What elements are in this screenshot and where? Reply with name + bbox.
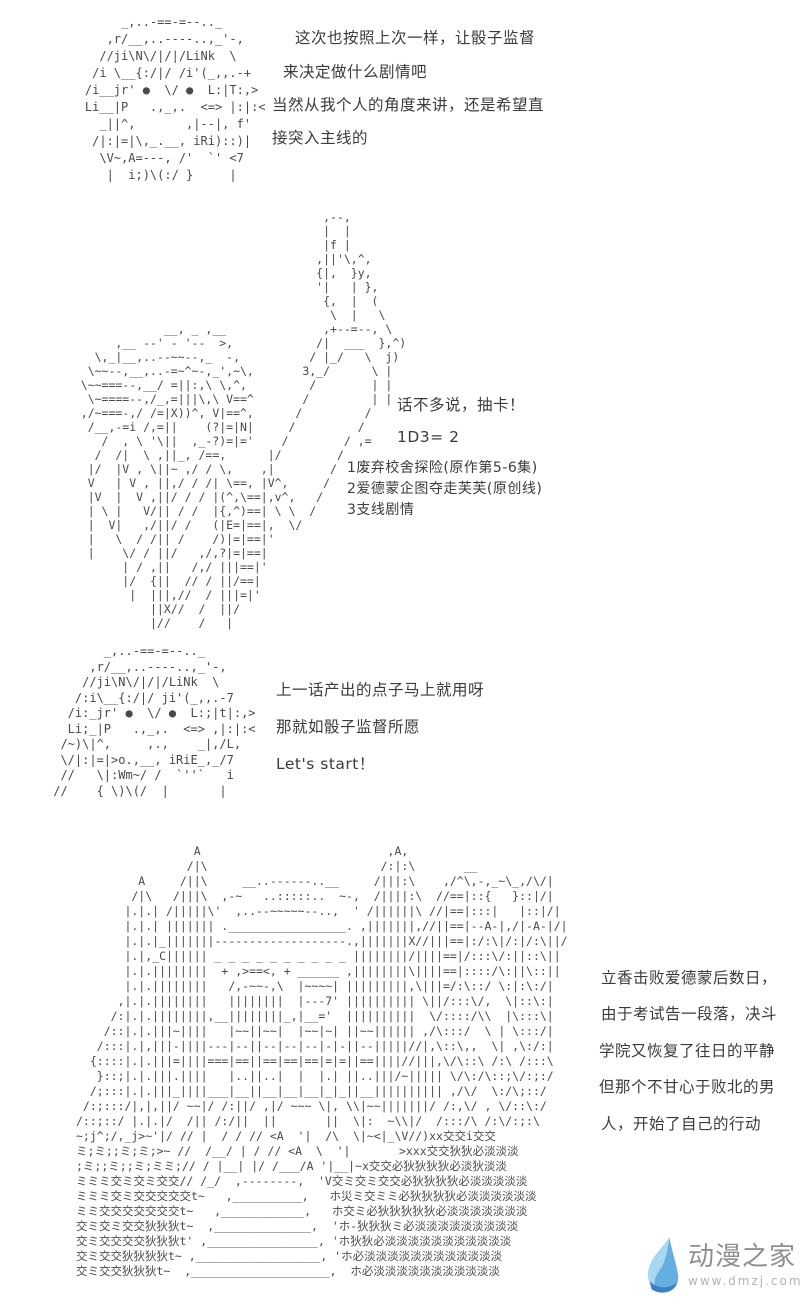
dmzj-logo-drop-icon [647,1237,679,1293]
site-name: 动漫之家 [688,1242,797,1272]
site-url: www.dmzj.com [688,1274,800,1288]
option-line-3: 3支线剧情 [347,502,415,518]
narration-line: 由于考试告一段落，决斗 [601,1005,778,1023]
option-line-2: 2爱德蒙企图夺走芙芙(原创线) [347,481,543,497]
dialogue-line: 这次也按照上次一样，让骰子监督 [295,29,536,47]
dialogue-line: 当然从我个人的角度来讲，还是希望直 [272,96,545,114]
option-line-1: 1废弃校舍探险(原作第5-6集) [347,460,538,476]
dialogue-line: 上一话产出的点子马上就用呀 [276,681,485,699]
dialogue-line: 来决定做什么剧情吧 [283,63,428,81]
narration-line: 立香击败爱德蒙后数日， [601,969,778,987]
shout-line: 话不多说，抽卡！ [397,396,526,414]
aa-face-girl-bottom: _,..-==-=--.._ ,r/__,..----..,_'-, //ji\… [53,644,256,798]
dmzj-watermark: 动漫之家 www.dmzj.com [640,1230,800,1300]
aa-face-girl-top: _,..-==-=--.._ ,r/__,..----..,_'-, //ji\… [84,15,266,182]
dialogue-line: 那就如骰子监督所愿 [276,718,421,736]
dialogue-line: 接突入主线的 [272,129,369,147]
aa-duel-academy-castle: A ,A, /|\ /:|:\ __ A /||\ __..------..__… [76,844,568,1278]
narration-line: 人，开始了自己的行动 [601,1115,762,1133]
dmzj-logo-text: 动漫之家 www.dmzj.com [688,1242,800,1288]
dice-roll-line: 1D3= 2 [397,428,460,446]
dialogue-line: Let's start！ [276,755,375,773]
narration-line: 但那个不甘心于败北的男 [599,1078,776,1096]
aa-character-raising-card: ,--, | | |f | ,||'\,^, {|, }y, [80,210,407,630]
narration-line: 学院又恢复了往日的平静 [599,1042,776,1060]
